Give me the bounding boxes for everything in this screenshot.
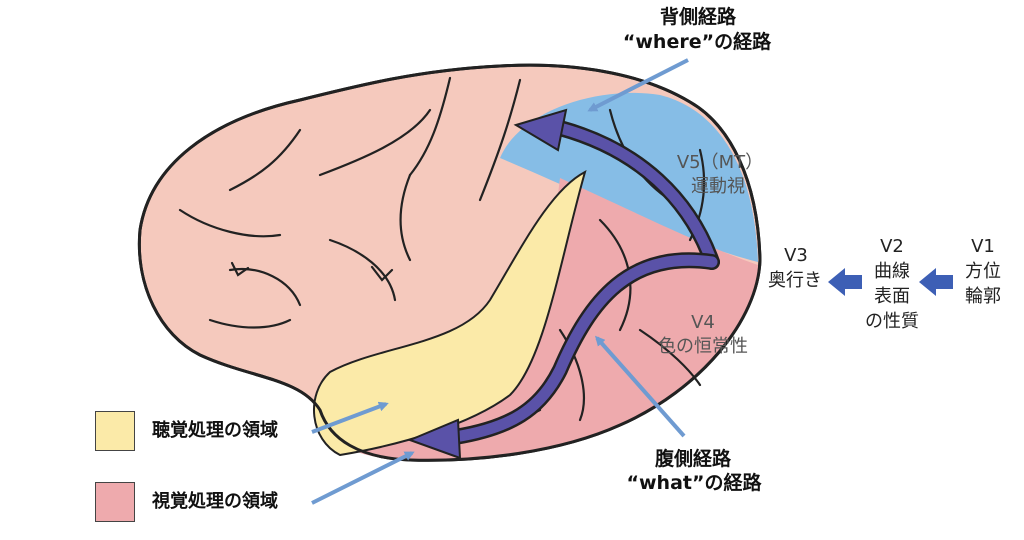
v1-function-2: 輪郭: [965, 286, 1001, 307]
ventral-pointer-arrow: [595, 335, 686, 438]
legend-label-auditory: 聴覚処理の領域: [152, 420, 278, 441]
v2-label: V2: [880, 236, 904, 257]
brain-outline-stroke: [137, 63, 762, 462]
v1-label: V1: [971, 236, 995, 257]
legend-swatch-auditory: [95, 411, 135, 451]
legend-label-visual: 視覚処理の領域: [152, 491, 278, 512]
visual-pointer-arrow: [311, 451, 415, 505]
dorsal-pathway-title: 背側経路: [659, 6, 736, 28]
v1-to-v2-arrow: [919, 268, 953, 296]
auditory-pointer-arrow: [311, 401, 389, 434]
v2-function-2: 表面: [874, 286, 910, 307]
v4-function: 色の恒常性: [658, 336, 748, 357]
v3-label: V3: [784, 245, 808, 266]
legend-swatch-visual: [95, 482, 135, 522]
v4-label: V4: [691, 312, 715, 333]
ventral-arrowhead: [407, 418, 462, 460]
v2-function-3: の性質: [865, 311, 919, 332]
v1-function-1: 方位: [965, 261, 1001, 282]
pointer-arrows: [311, 58, 689, 505]
v2-function-1: 曲線: [874, 261, 910, 282]
v2-to-v3-arrow: [828, 268, 862, 296]
ventral-pathway-subtitle: “what”の経路: [626, 472, 762, 494]
ventral-pathway-title: 腹側経路: [654, 448, 731, 470]
dorsal-pathway-subtitle: “where”の経路: [622, 31, 772, 53]
v5-label: V5（MT）: [676, 152, 764, 173]
dorsal-pointer-arrow: [587, 58, 689, 112]
v5-function: 運動視: [691, 176, 745, 197]
dorsal-arrowhead: [513, 108, 568, 152]
v3-function: 奥行き: [768, 270, 822, 291]
